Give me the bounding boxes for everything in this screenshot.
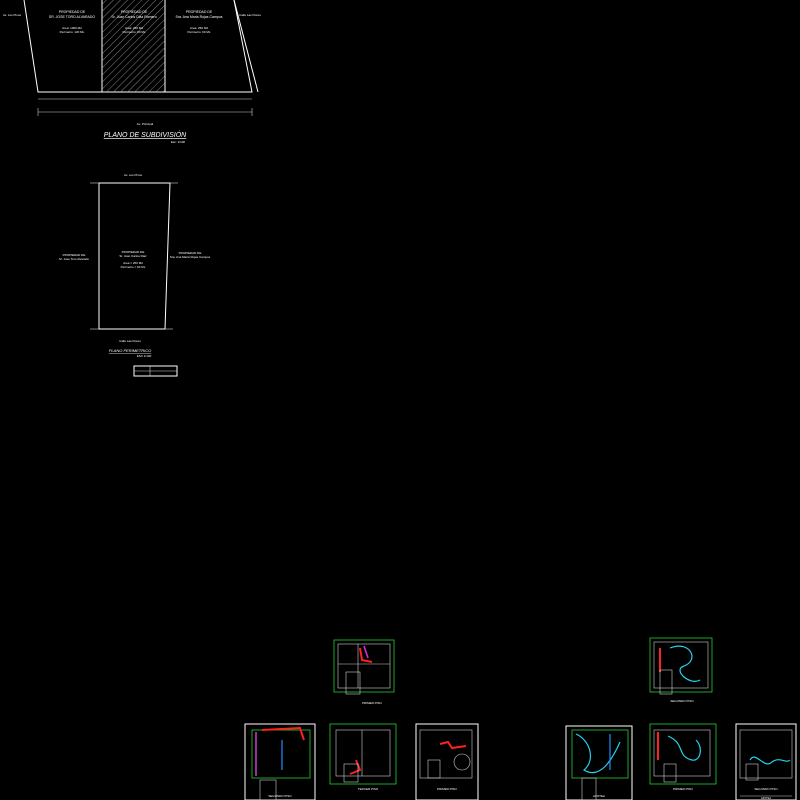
floor-plan-8-stair	[745, 763, 759, 781]
floor-plan-9-caption: AZOTEA	[761, 797, 771, 800]
lot1-area: Area: 1000 M2	[62, 26, 82, 30]
subdivision-plan: PROPIEDAD DE SR. JOSE TORO ALVARADO Area…	[3, 0, 261, 144]
floor-plan-3-stair	[343, 763, 359, 783]
lot1-perimeter: Perimetro: 120 ML	[60, 30, 85, 34]
floor-plan-8-caption: SEGUNDO PISO	[754, 787, 778, 791]
floor-plan-6-cyan-pipe	[575, 733, 621, 774]
floor-plan-4-caption: PRIMER PISO	[437, 787, 457, 791]
lot2-owner: Sr. Juan Carlos Diaz Romero	[111, 15, 156, 19]
perimeter-bottom-street: Calle Las Flores	[119, 339, 141, 343]
floor-plan-5-frame	[649, 637, 713, 693]
lot3-perimeter: Perimetro: 60 ML	[187, 30, 210, 34]
subdivision-right-edge	[233, 0, 259, 93]
perimeter-scale: ESC 1/100	[137, 354, 152, 358]
floor-plan-2: SEGUNDO PISO	[244, 723, 316, 800]
floor-plan-6-frame	[565, 725, 633, 800]
floor-plan-7: PRIMER PISO	[649, 723, 717, 791]
floor-plan-4: PRIMER PISO	[415, 723, 479, 800]
floor-plan-5-walls	[653, 641, 709, 689]
floor-plan-1-caption: PRIMER PISO	[362, 701, 382, 705]
floor-plan-5-caption: SEGUNDO PISO	[670, 699, 694, 703]
floor-plan-3-walls	[335, 729, 391, 777]
subdivision-title: PLANO DE SUBDIVISIÓN	[104, 130, 187, 139]
floor-plan-6: AZOTEA	[565, 725, 633, 800]
floor-plan-1-red-pipe	[359, 647, 373, 663]
lot2-perimeter: Perimetro: 60 ML	[122, 30, 145, 34]
floor-plan-1: PRIMER PISO	[333, 639, 395, 705]
floor-plan-9: AZOTEA	[740, 795, 792, 800]
perimeter-center-owner: Sr. Juan Carlos Diaz	[119, 254, 147, 258]
floor-plan-4-stair	[427, 759, 441, 779]
floor-plan-7-walls	[653, 729, 711, 777]
floor-plan-8: SEGUNDO PISO	[735, 723, 797, 800]
perimeter-right-label: PROPIEDAD DE	[179, 251, 202, 255]
lot1-label: PROPIEDAD DE	[59, 10, 86, 14]
floor-plan-7-cyan-pipe	[667, 735, 701, 761]
subdivision-bottom-street: Av. Principal	[137, 122, 154, 126]
perimeter-top-street: Av. Los Pinos	[124, 173, 143, 177]
lot1-owner: SR. JOSE TORO ALVARADO	[49, 15, 96, 19]
floor-plan-3-red-pipe	[349, 759, 362, 775]
floor-plan-4-walls	[419, 729, 473, 779]
floor-plan-6-walls	[571, 729, 629, 779]
floor-plan-7-stair	[663, 763, 677, 783]
lot2-label: PROPIEDAD DE	[121, 10, 148, 14]
floor-plan-3: TERCER PISO	[329, 723, 397, 791]
lot2-area: Area: 250 M2	[125, 26, 143, 30]
perimeter-center-area: Area = 250 M2	[123, 261, 143, 265]
floor-plan-2-walls	[251, 729, 311, 779]
lot3-owner: Sra. Ana Maria Rojas Campos	[175, 15, 222, 19]
floor-plan-2-stair	[259, 779, 277, 800]
floor-plan-8-cyan-pipe	[749, 756, 791, 765]
floor-plan-5-cyan-pipe	[669, 645, 701, 682]
floor-plan-3-frame	[329, 723, 397, 785]
floor-plan-8-walls	[739, 729, 793, 779]
perimeter-title: PLANO PERIMETRICO	[109, 348, 151, 353]
floor-plan-1-magenta-pipe	[363, 645, 369, 659]
lot3-area: Area: 250 M2	[190, 26, 208, 30]
floor-plan-1-walls	[337, 643, 391, 689]
perimeter-center-perimeter: Perimetro = 60 ML	[121, 265, 146, 269]
floor-plan-8-frame	[735, 723, 797, 800]
floor-plan-1-stair	[345, 671, 361, 695]
perimeter-left-owner: Sr. Jose Toro Alvarado	[59, 257, 89, 261]
floor-plan-7-frame	[649, 723, 717, 785]
floor-plan-1-frame	[333, 639, 395, 693]
perimeter-center-label: PROPIEDAD DE	[122, 250, 145, 254]
floor-plan-6-caption: AZOTEA	[593, 794, 605, 798]
floor-plan-4-tank	[453, 753, 471, 771]
floor-plan-3-caption: TERCER PISO	[358, 787, 379, 791]
floor-plan-4-frame	[415, 723, 479, 800]
floor-plan-2-frame	[244, 723, 316, 800]
floor-plan-2-red-pipe	[261, 726, 305, 741]
left-edge-note: Av. Los Pinos	[3, 13, 22, 17]
floor-plan-2-caption: SEGUNDO PISO	[268, 794, 292, 798]
floor-plan-7-caption: PRIMER PISO	[673, 787, 693, 791]
floor-plan-5-stair	[659, 669, 673, 695]
subdivision-scale: Esc: 1/100	[171, 140, 186, 144]
floor-plan-4-red-pipe	[439, 740, 467, 750]
perimeter-plan: Av. Los Pinos PROPIEDAD DE Sr. Jose Toro…	[59, 173, 211, 377]
perimeter-left-label: PROPIEDAD DE	[63, 253, 86, 257]
hatched-lot	[102, 0, 165, 92]
lot3-label: PROPIEDAD DE	[186, 10, 213, 14]
floor-plan-6-stair	[581, 777, 597, 800]
perimeter-right-owner: Sra. Ana Maria Rojas Campos	[170, 255, 211, 259]
right-edge-note: Calle Las Flores	[239, 13, 261, 17]
floor-plan-5: SEGUNDO PISO	[649, 637, 713, 703]
